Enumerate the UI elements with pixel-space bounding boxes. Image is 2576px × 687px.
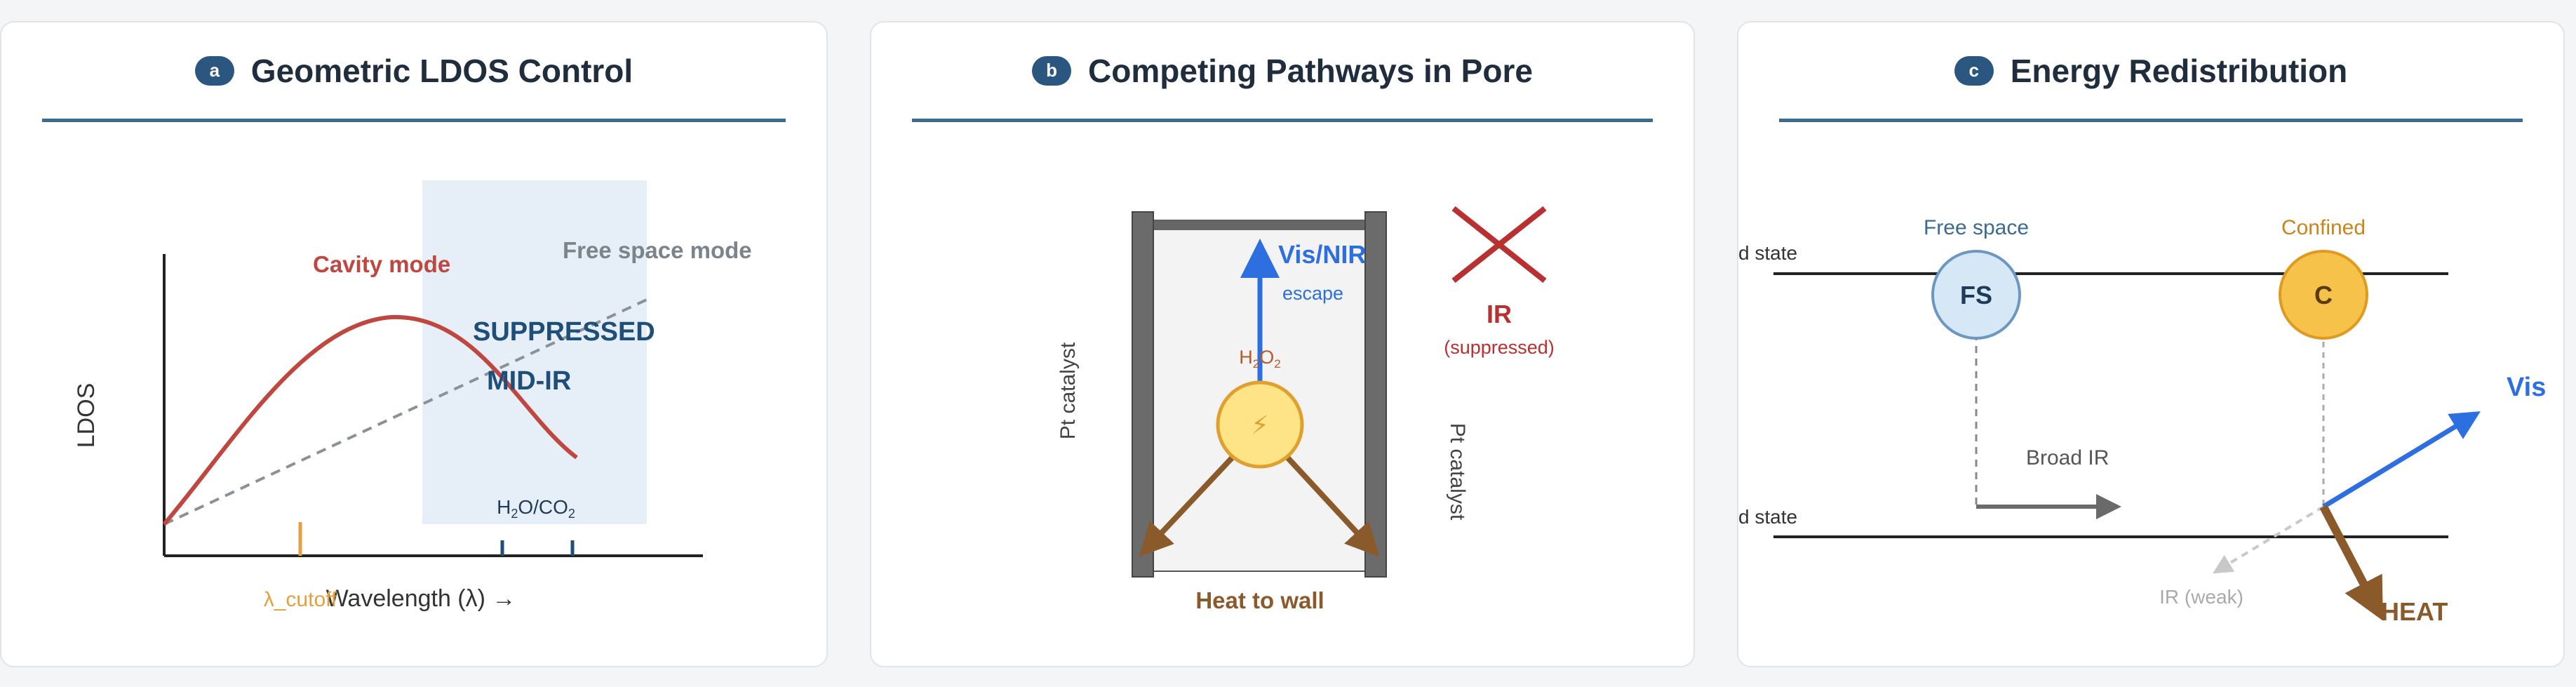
ir-suppressed-label: (suppressed) bbox=[1444, 337, 1555, 358]
h2o2-label: H2O2 bbox=[1239, 347, 1280, 371]
fs-circle bbox=[1931, 250, 2021, 340]
suppressed-label: SUPPRESSED bbox=[473, 317, 655, 347]
molecule-circle bbox=[1216, 380, 1304, 469]
panel-title: Geometric LDOS Control bbox=[250, 52, 633, 89]
cavity-mode-curve bbox=[162, 314, 578, 526]
panel-badge: c bbox=[1954, 55, 1994, 86]
energy-diagram: d state d state Broad IR FS Free space I… bbox=[1738, 216, 2546, 626]
lightning-icon: ⚡ bbox=[1251, 411, 1268, 439]
panel-competing-pathways: b Competing Pathways in Pore Pt catalyst… bbox=[870, 21, 1695, 667]
pore-top-edge bbox=[1136, 220, 1382, 230]
heat-arrow-left bbox=[1139, 448, 1241, 557]
ldos-diagram: LDOS Wavelength (λ) → Cavity mode Free s… bbox=[73, 180, 752, 612]
x-axis-label: Wavelength (λ) → bbox=[326, 585, 516, 612]
fs-caption: Free space bbox=[1924, 216, 2029, 239]
left-wall-label: Pt catalyst bbox=[1056, 342, 1080, 439]
panel-header: a Geometric LDOS Control bbox=[42, 22, 786, 122]
panel-header: b Competing Pathways in Pore bbox=[912, 22, 1653, 122]
panel-title: Competing Pathways in Pore bbox=[1088, 52, 1533, 89]
c-caption: Confined bbox=[2281, 216, 2366, 239]
right-wall-label: Pt catalyst bbox=[1446, 423, 1469, 521]
panel-energy-redistribution: c Energy Redistribution d state d state … bbox=[1737, 21, 2565, 667]
escape-label: escape bbox=[1282, 283, 1343, 304]
heat-to-wall-label: Heat to wall bbox=[1195, 587, 1324, 613]
c-symbol: C bbox=[2314, 281, 2333, 309]
vis-arrow bbox=[2322, 411, 2481, 509]
free-space-curve bbox=[163, 298, 648, 526]
cavity-mode-label: Cavity mode bbox=[313, 251, 450, 277]
heat-label: HEAT bbox=[2381, 597, 2448, 626]
ir-weak-label: IR (weak) bbox=[2159, 586, 2243, 608]
mid-ir-label: MID-IR bbox=[487, 366, 571, 396]
panel-badge: b bbox=[1032, 55, 1072, 86]
fs-symbol: FS bbox=[1960, 281, 1992, 309]
ir-label: IR bbox=[1487, 300, 1512, 328]
h2o-co2-label: H2O/CO2 bbox=[497, 496, 575, 521]
lower-state-label: d state bbox=[1738, 506, 1797, 528]
panel-title: Energy Redistribution bbox=[2010, 52, 2348, 89]
panel-ldos-control: a Geometric LDOS Control LDOS Wavelength… bbox=[0, 21, 828, 667]
upper-state-label: d state bbox=[1738, 242, 1797, 264]
panel-header: c Energy Redistribution bbox=[1779, 22, 2523, 122]
y-axis-label: LDOS bbox=[73, 383, 100, 448]
heat-arrow-right bbox=[1279, 448, 1380, 557]
heat-arrow bbox=[2319, 505, 2383, 621]
right-wall bbox=[1364, 211, 1387, 578]
c-circle bbox=[2279, 250, 2368, 340]
panel-badge: a bbox=[194, 55, 234, 86]
left-wall bbox=[1132, 211, 1154, 578]
cutoff-label: λ_cutoff bbox=[264, 588, 337, 611]
pore-diagram: Pt catalyst Pt catalyst Vis/NIR escape I… bbox=[1056, 206, 1555, 613]
free-space-label: Free space mode bbox=[563, 237, 752, 263]
ir-cross-line-2 bbox=[1451, 206, 1547, 284]
vis-label: Vis bbox=[2507, 373, 2546, 402]
broad-ir-label: Broad IR bbox=[2026, 446, 2109, 469]
vis-nir-label: Vis/NIR bbox=[1278, 240, 1366, 269]
